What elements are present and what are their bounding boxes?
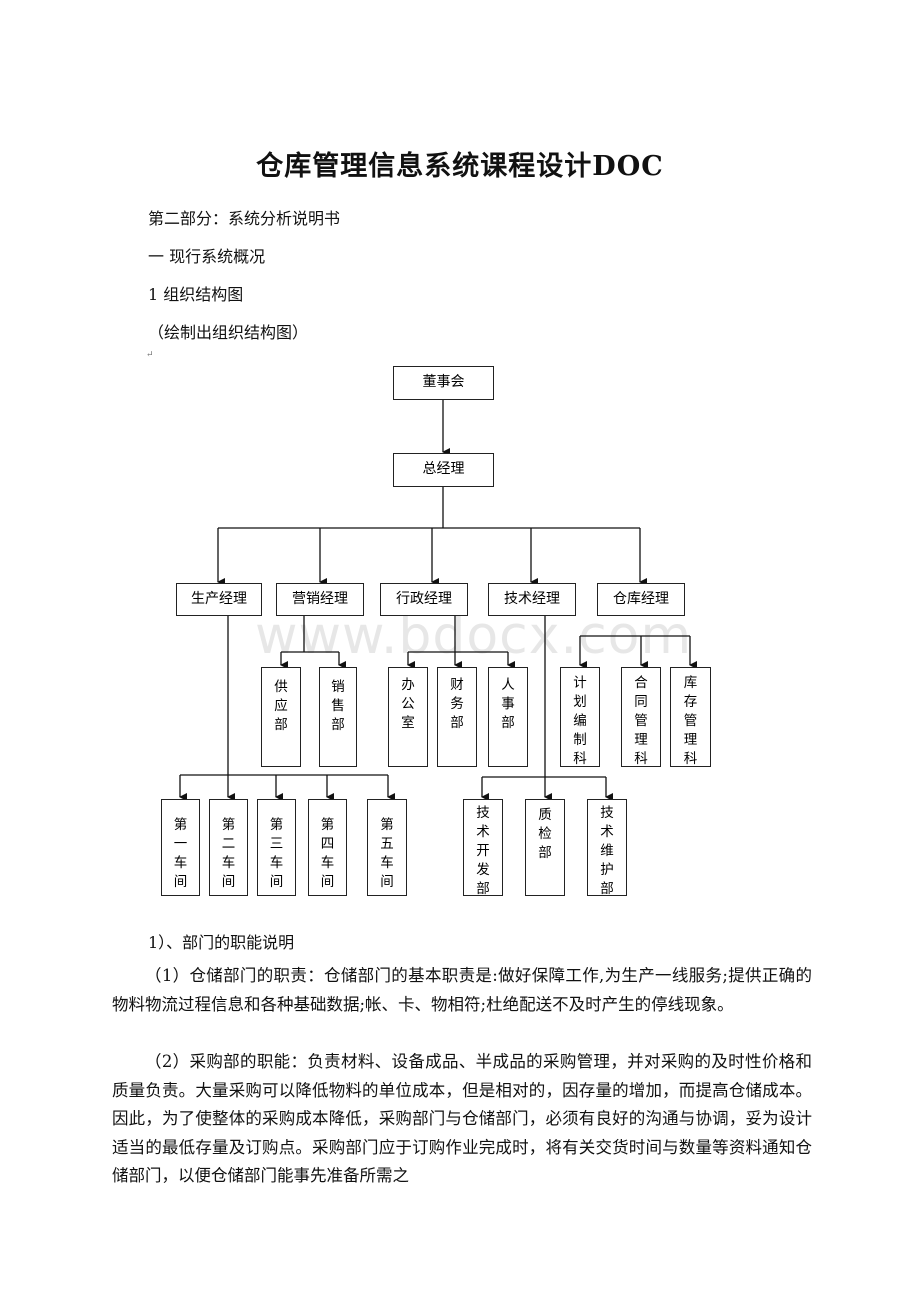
box-label: 质检部 [538, 807, 552, 861]
box-workshop-4: 第四车间 [308, 799, 347, 896]
box-label: 财务部 [450, 677, 464, 731]
box-label: 合同管理科 [634, 675, 648, 767]
box-contract-section: 合同管理科 [621, 667, 661, 767]
box-office: 办公室 [388, 667, 428, 767]
box-label: 供应部 [274, 679, 288, 733]
functions-heading: 1）、部门的职能说明 [148, 933, 295, 952]
diagram-note: （绘制出组织结构图） [148, 323, 309, 342]
box-workshop-1: 第一车间 [161, 799, 200, 896]
box-label: 技术维护部 [600, 805, 614, 897]
box-admin-manager: 行政经理 [380, 583, 468, 616]
box-planning-section: 计划编制科 [560, 667, 600, 767]
box-workshop-2: 第二车间 [209, 799, 248, 896]
org-chart-connectors [179, 399, 697, 801]
box-production-manager: 生产经理 [176, 583, 262, 616]
box-label: 办公室 [401, 677, 415, 731]
part-heading: 第二部分：系统分析说明书 [148, 209, 341, 228]
box-general-manager: 总经理 [393, 453, 494, 487]
box-finance-dept: 财务部 [437, 667, 477, 767]
box-tech-manager: 技术经理 [488, 583, 576, 616]
document-title: 仓库管理信息系统课程设计DOC [256, 151, 664, 182]
box-qc-dept: 质检部 [525, 799, 565, 896]
box-inventory-section: 库存管理科 [670, 667, 711, 767]
box-board: 董事会 [393, 366, 494, 400]
box-marketing-manager: 营销经理 [276, 583, 364, 616]
box-label: 库存管理科 [683, 675, 698, 767]
subsection-heading: 1 组织结构图 [148, 285, 244, 304]
paragraph-warehouse-duties: （1）仓储部门的职责：仓储部门的基本职责是:做好保障工作,为生产一线服务;提供正… [112, 966, 812, 1014]
box-label: 人事部 [501, 677, 515, 731]
box-tech-maint-dept: 技术维护部 [587, 799, 627, 897]
box-label: 第一车间 [173, 817, 188, 890]
box-label: 销售部 [331, 679, 345, 733]
box-workshop-3: 第三车间 [257, 799, 296, 896]
box-workshop-5: 第五车间 [367, 799, 407, 896]
box-label: 第二车间 [221, 817, 236, 890]
box-tech-dev-dept: 技术开发部 [463, 799, 503, 897]
paragraph-mark: ↵ [146, 350, 154, 360]
box-hr-dept: 人事部 [488, 667, 528, 767]
box-label: 第四车间 [320, 817, 335, 890]
box-label: 第三车间 [269, 817, 284, 890]
box-warehouse-manager: 仓库经理 [597, 583, 685, 616]
box-label: 第五车间 [380, 817, 394, 890]
section-heading: 一 现行系统概况 [148, 247, 266, 266]
box-label: 计划编制科 [573, 675, 587, 767]
box-supply-dept: 供应部 [261, 667, 301, 767]
box-sales-dept: 销售部 [319, 667, 357, 767]
box-label: 技术开发部 [476, 805, 490, 897]
paragraph-purchasing-duties: （2）采购部的职能：负责材料、设备成品、半成品的采购管理，并对采购的及时性价格和… [112, 1052, 812, 1185]
